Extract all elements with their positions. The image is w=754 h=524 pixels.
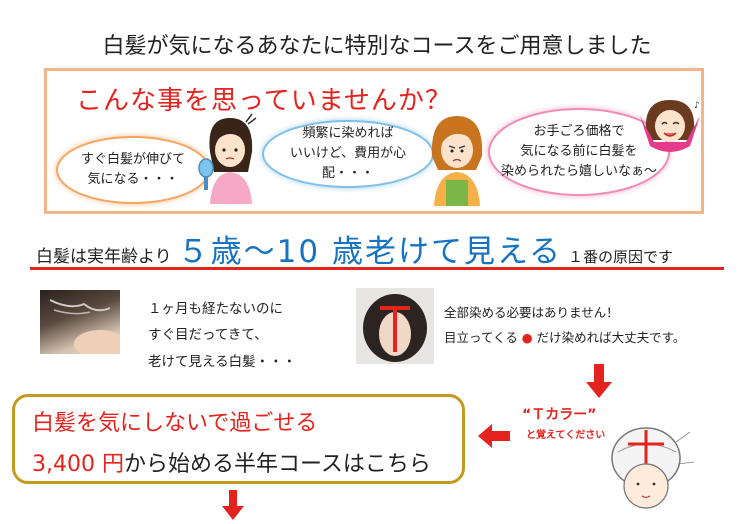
tip-line-2-suffix: だけ染めれば大丈夫です。 (536, 330, 686, 345)
bubble-text: すぐ白髪が伸びて 気になる・・・ (80, 151, 185, 187)
t-color-cap-illustration (611, 427, 695, 509)
svg-text:♪: ♪ (694, 101, 700, 111)
headline-emphasis: ５歳〜10 歳老けて見える (177, 234, 563, 270)
bubble-text: お手ごろ価格で 気になる前に白髪を 染められたら嬉しいなぁ〜 (500, 123, 657, 180)
happy-woman-illustration: ♪ (640, 100, 700, 152)
speech-bubble-2: 頻繁に染めれば いいけど、費用が心配・・・ (262, 120, 434, 188)
down-arrow-icon (586, 364, 612, 398)
page-title: 白髪が気になるあなたに特別なコースをご用意しました (102, 34, 652, 59)
tip-line-1: 全部染める必要はありません！ (444, 305, 619, 320)
gray-hair-description: １ヶ月も経たないのに すぐ目だってきて、 老けて見える白髪・・・ (148, 301, 297, 370)
tip-line-2-prefix: 目立ってくる (444, 330, 518, 345)
cta-line-1[interactable]: 白髪を気にしないで過ごせる (32, 411, 318, 436)
red-dot-marker: ● (521, 330, 533, 345)
left-arrow-icon (478, 424, 510, 448)
bottom-down-arrow-icon (222, 490, 244, 520)
tip-line-2: 目立ってくる ● だけ染めれば大丈夫です。 (444, 325, 685, 350)
course-cta-box[interactable] (12, 394, 465, 484)
headline-underline (30, 267, 724, 270)
t-color-label: “Ｔカラー” (522, 407, 597, 423)
panel-heading: こんな事を思っていませんか？ (76, 86, 452, 116)
cta-line-2-rest: から始める半年コースはこちら (123, 452, 431, 477)
headline-prefix: 白髪は実年齢より (36, 247, 172, 267)
woman-with-mirror-illustration (198, 113, 257, 204)
t-color-subtitle: と覚えてください (526, 430, 606, 441)
headline-suffix: １番の原因です (568, 248, 674, 266)
tip-text: 全部染める必要はありません！ 目立ってくる ● だけ染めれば大丈夫です。 (444, 300, 685, 350)
cta-price: 3,400 円 (32, 452, 124, 477)
worried-woman-illustration (431, 116, 483, 206)
gray-hair-photo (40, 290, 120, 354)
bubble-text: 頻繁に染めれば いいけど、費用が心配・・・ (289, 125, 407, 182)
cta-line-2[interactable]: 3,400 円から始める半年コースはこちら (32, 446, 431, 478)
t-zone-photo (356, 288, 434, 364)
speech-bubble-3: お手ごろ価格で 気になる前に白髪を 染められたら嬉しいなぁ〜 (488, 108, 670, 196)
speech-bubble-1: すぐ白髪が伸びて 気になる・・・ (56, 136, 210, 204)
